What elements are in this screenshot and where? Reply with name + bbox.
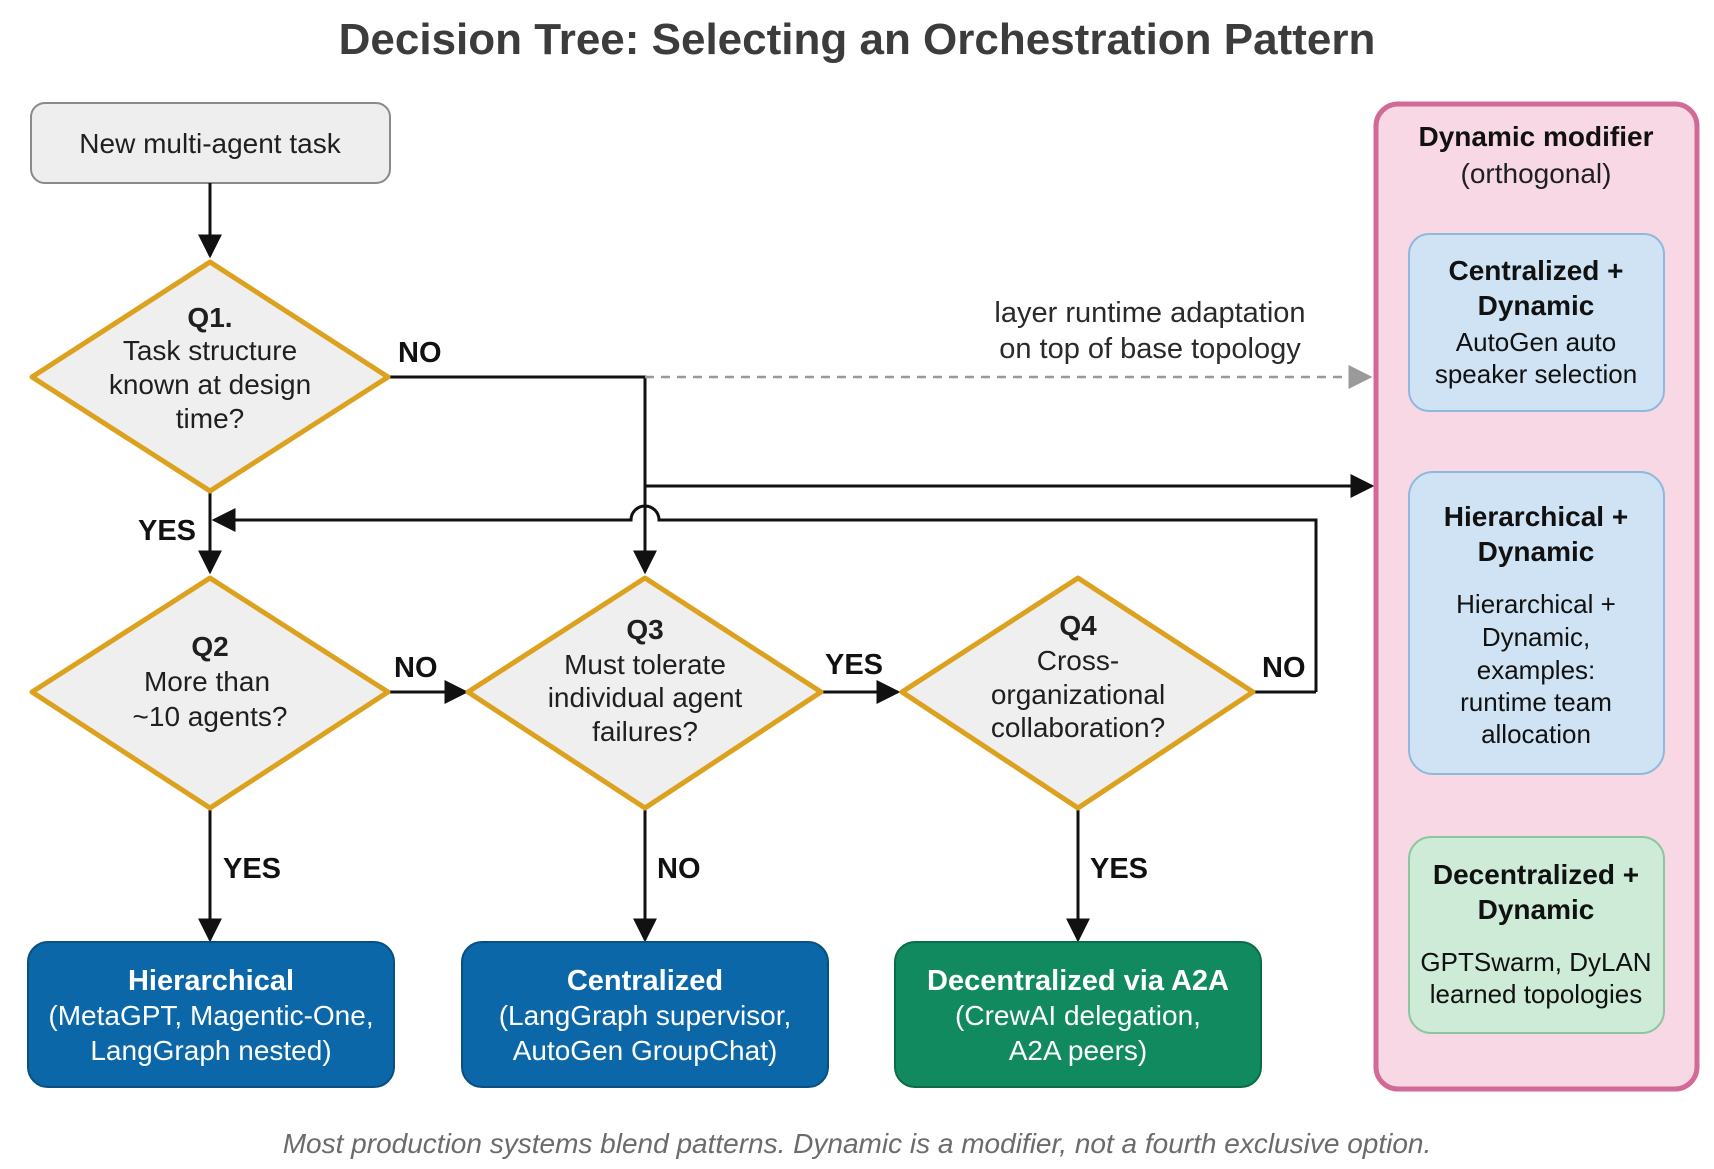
q1-line-2: known at design — [109, 369, 311, 400]
modifier-card-decentralized: Decentralized + Dynamic GPTSwarm, DyLAN … — [1408, 836, 1665, 1034]
q1-id: Q1. — [187, 302, 232, 333]
q1-line-1: Task structure — [123, 335, 297, 366]
outcome-hierarchical-line-1: (MetaGPT, Magentic-One, — [48, 1000, 373, 1031]
q1-diamond: Q1. Task structure known at design time? — [29, 259, 391, 494]
edge-label-q4-no: NO — [1262, 652, 1306, 684]
q3-diamond: Q3 Must tolerate individual agent failur… — [465, 575, 824, 811]
edge-label-q1-yes: YES — [138, 515, 196, 547]
q4-line-2: organizational — [991, 679, 1165, 710]
card-hierarchical-body-1: Hierarchical + — [1456, 589, 1616, 619]
outcome-decentralized: Decentralized via A2A (CrewAI delegation… — [894, 941, 1262, 1088]
card-centralized-body-2: speaker selection — [1435, 359, 1637, 389]
q4-line-1: Cross- — [1037, 645, 1119, 676]
start-node: New multi-agent task — [30, 102, 391, 184]
card-hierarchical-body-2: Dynamic, — [1482, 622, 1590, 652]
q2-diamond: Q2 More than ~10 agents? — [29, 575, 391, 811]
q3-line-3: failures? — [592, 716, 698, 747]
outcome-hierarchical-line-2: LangGraph nested) — [90, 1035, 331, 1066]
edge-label-q2-no: NO — [394, 652, 438, 684]
card-hierarchical-body-3: examples: — [1477, 655, 1596, 685]
q4-diamond: Q4 Cross- organizational collaboration? — [899, 575, 1256, 811]
q2-line-2: ~10 agents? — [133, 701, 288, 732]
edge-label-q4-yes: YES — [1090, 853, 1148, 885]
q4-line-3: collaboration? — [991, 712, 1165, 743]
start-node-label: New multi-agent task — [79, 128, 341, 159]
card-hierarchical-title-2: Dynamic — [1478, 536, 1595, 567]
outcome-decentralized-title: Decentralized via A2A — [927, 965, 1229, 997]
edge-label-q3-yes: YES — [825, 649, 883, 681]
arrow-q4-no-loop-back — [211, 504, 1318, 692]
outcome-centralized-title: Centralized — [567, 965, 723, 997]
edge-label-q2-yes: YES — [223, 853, 281, 885]
card-centralized-title-1: Centralized + — [1448, 255, 1623, 286]
edge-label-q3-no: NO — [657, 853, 701, 885]
page-title: Decision Tree: Selecting an Orchestratio… — [339, 15, 1376, 64]
card-centralized-body-1: AutoGen auto — [1456, 327, 1616, 357]
outcome-centralized-line-2: AutoGen GroupChat) — [513, 1035, 778, 1066]
runtime-note-line-2: on top of base topology — [999, 333, 1301, 365]
q4-id: Q4 — [1059, 610, 1097, 641]
q1-line-3: time? — [176, 403, 244, 434]
card-decentralized-body-2: learned topologies — [1430, 979, 1643, 1009]
edge-label-q1-no: NO — [398, 337, 442, 369]
q3-id: Q3 — [626, 614, 663, 645]
modifier-title: Dynamic modifier — [1419, 121, 1654, 152]
card-hierarchical-title-1: Hierarchical + — [1444, 501, 1628, 532]
runtime-note-line-1: layer runtime adaptation — [994, 297, 1305, 329]
modifier-subtitle: (orthogonal) — [1461, 158, 1612, 189]
card-decentralized-title-1: Decentralized + — [1433, 859, 1639, 890]
q3-line-2: individual agent — [548, 682, 743, 713]
dynamic-modifier-panel: Dynamic modifier (orthogonal) Centralize… — [1373, 101, 1700, 1092]
card-decentralized-body-1: GPTSwarm, DyLAN — [1420, 947, 1651, 977]
card-decentralized-title-2: Dynamic — [1478, 894, 1595, 925]
q3-line-1: Must tolerate — [564, 649, 726, 680]
card-centralized-title-2: Dynamic — [1478, 290, 1595, 321]
outcome-centralized: Centralized (LangGraph supervisor, AutoG… — [461, 941, 829, 1088]
card-hierarchical-body-4: runtime team — [1460, 687, 1612, 717]
outcome-hierarchical: Hierarchical (MetaGPT, Magentic-One, Lan… — [27, 941, 395, 1088]
outcome-centralized-line-1: (LangGraph supervisor, — [499, 1000, 792, 1031]
footnote: Most production systems blend patterns. … — [283, 1128, 1432, 1159]
modifier-card-centralized: Centralized + Dynamic AutoGen auto speak… — [1408, 233, 1665, 412]
outcome-decentralized-line-1: (CrewAI delegation, — [955, 1000, 1201, 1031]
outcome-hierarchical-title: Hierarchical — [128, 965, 294, 997]
q2-line-1: More than — [144, 666, 270, 697]
q2-id: Q2 — [191, 631, 228, 662]
card-hierarchical-body-5: allocation — [1481, 719, 1591, 749]
outcome-decentralized-line-2: A2A peers) — [1009, 1035, 1148, 1066]
arrow-q1-no-to-q3 — [388, 375, 657, 575]
modifier-card-hierarchical: Hierarchical + Dynamic Hierarchical + Dy… — [1408, 471, 1665, 775]
